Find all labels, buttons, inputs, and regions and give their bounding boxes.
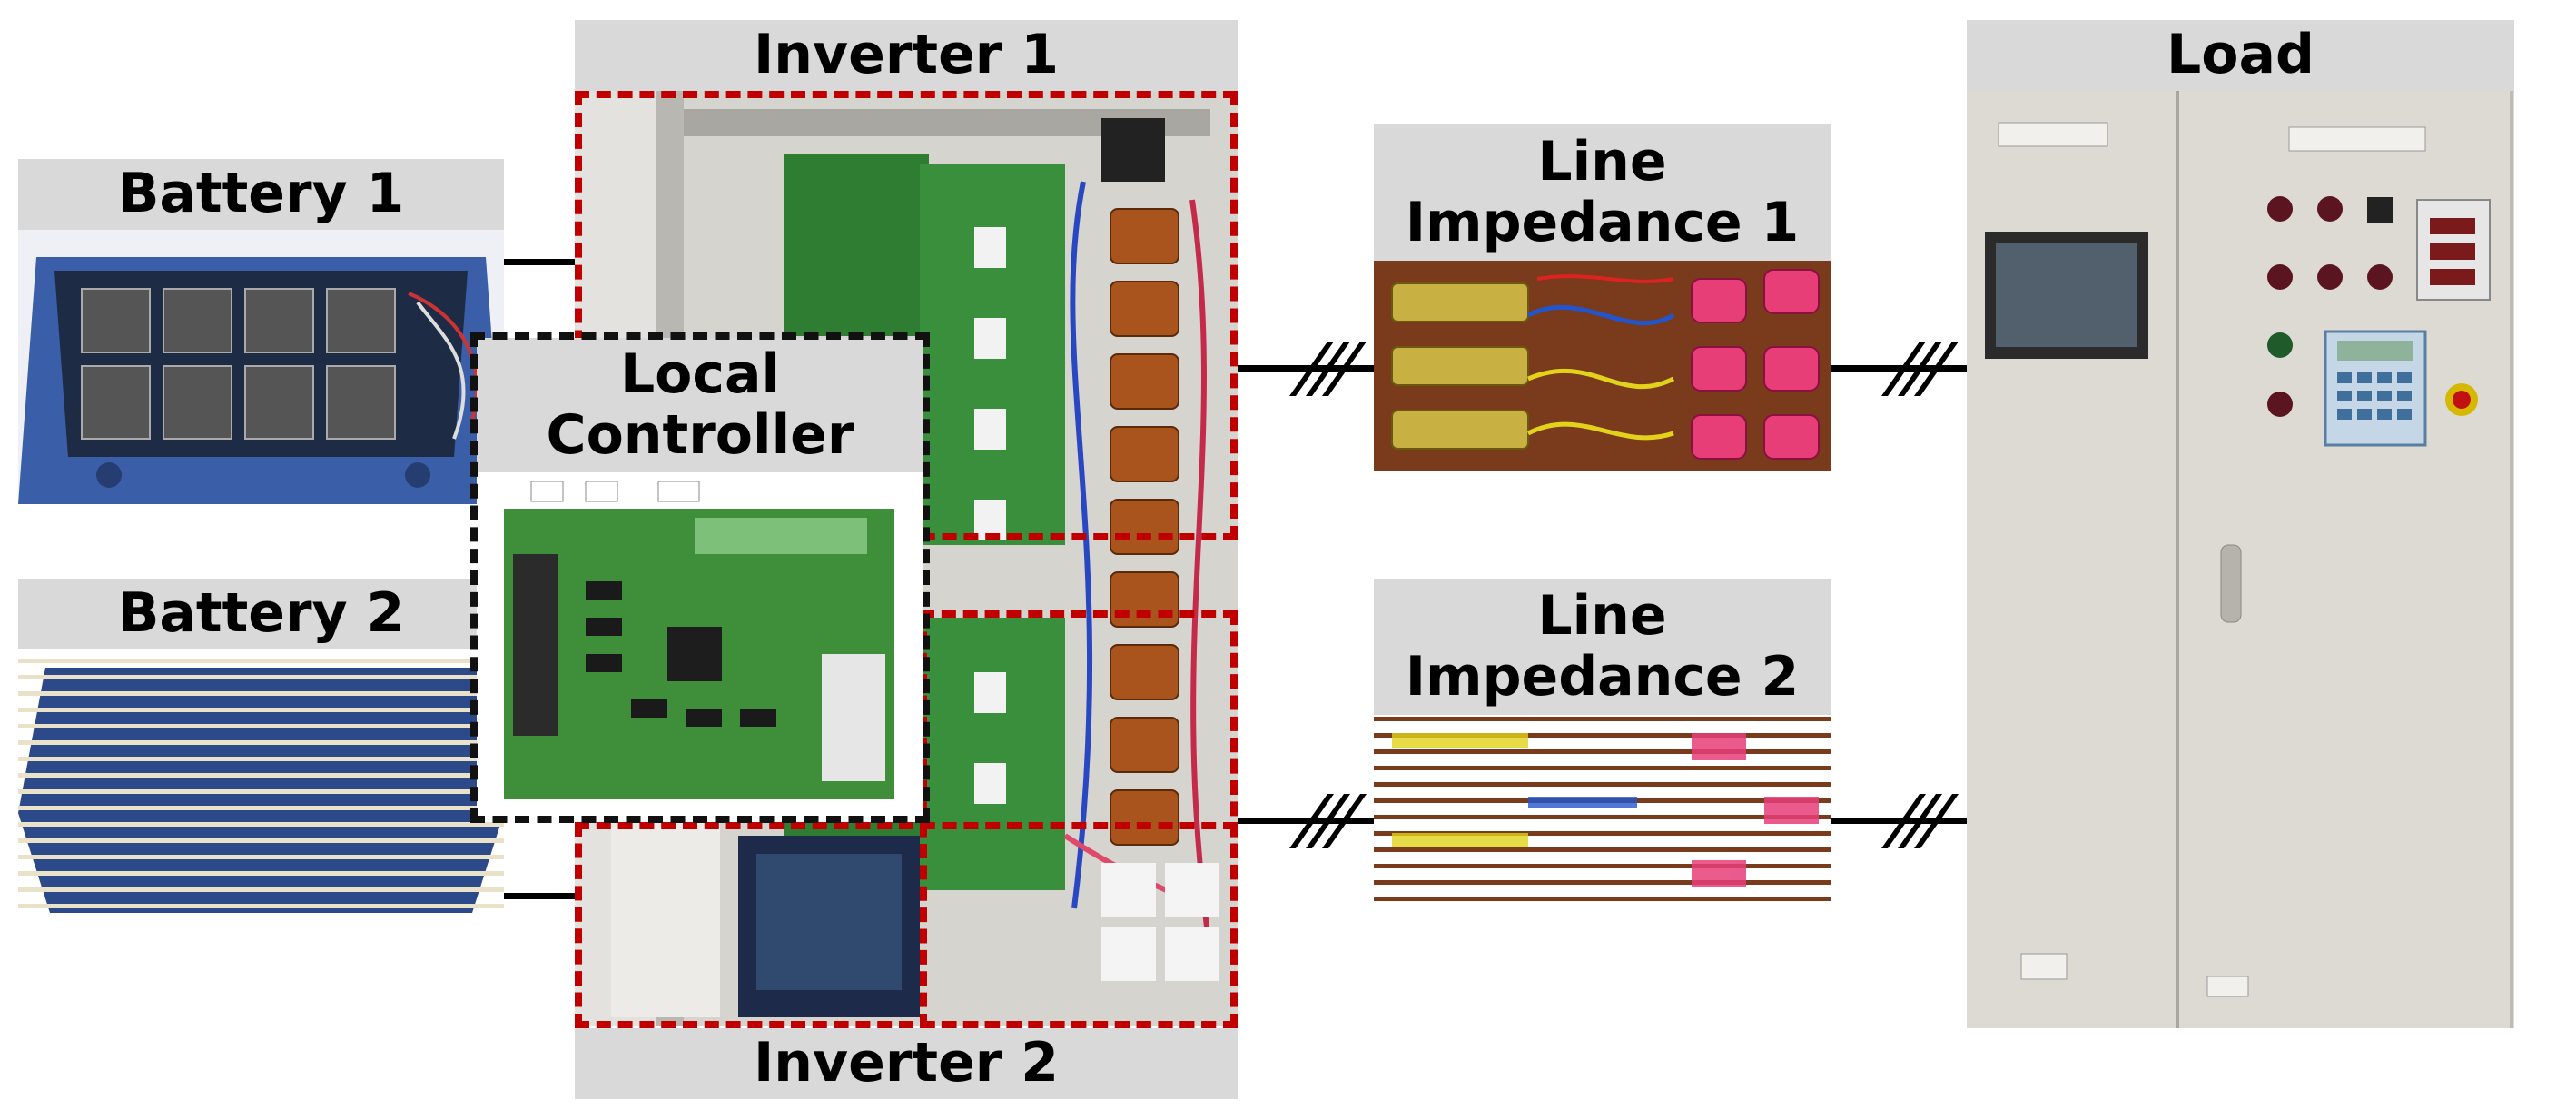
inverter2-boundary-lower — [575, 822, 1238, 1028]
inverter1-label: Inverter 1 — [575, 20, 1238, 91]
battery2-label: Battery 2 — [18, 579, 504, 649]
three-phase-marker-4 — [1872, 794, 1959, 848]
inverter2-label: Inverter 2 — [575, 1028, 1238, 1099]
load-cabinet-photo — [1967, 91, 2514, 1028]
battery1-inverter1-line — [504, 259, 578, 265]
impedance1-load-line — [1831, 365, 1967, 372]
line-impedance1-label: Line Impedance 1 — [1374, 124, 1831, 261]
impedance2-load-line — [1831, 818, 1967, 824]
three-phase-marker-1 — [1280, 342, 1367, 396]
battery2-inverter2-line — [504, 893, 578, 899]
line-impedance1-photo — [1374, 261, 1831, 471]
battery1-label: Battery 1 — [18, 159, 504, 230]
local-controller-boundary — [470, 332, 930, 823]
three-phase-marker-2 — [1280, 794, 1367, 848]
inverter1-impedance1-line — [1238, 365, 1374, 372]
three-phase-marker-3 — [1872, 342, 1959, 396]
battery1-photo — [18, 230, 504, 504]
local-controller-photo — [477, 472, 923, 822]
battery2-photo — [18, 649, 504, 922]
local-controller-label: Local Controller — [477, 338, 923, 472]
line-impedance2-label: Line Impedance 2 — [1374, 579, 1831, 715]
load-label: Load — [1967, 20, 2514, 91]
inverter2-impedance2-line — [1238, 818, 1374, 824]
line-impedance2-photo — [1374, 715, 1831, 915]
